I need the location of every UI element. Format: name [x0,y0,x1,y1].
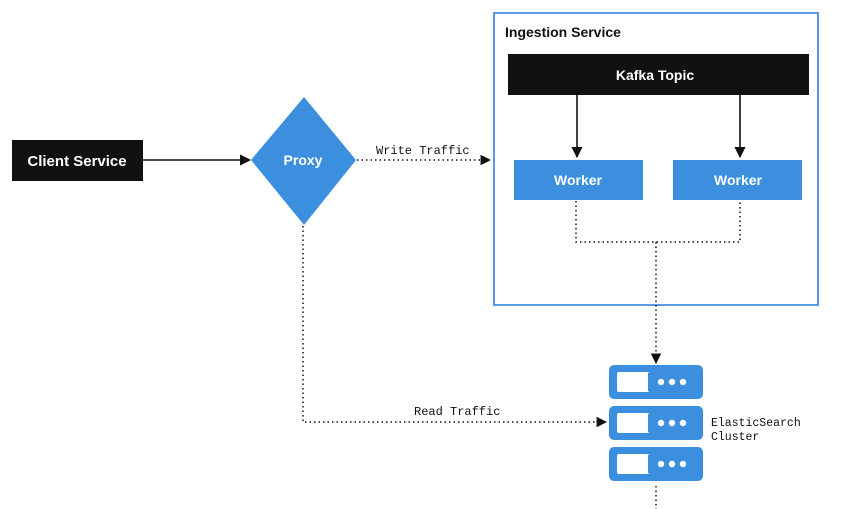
ingestion-service-label: Ingestion Service [505,24,621,40]
server-icon [609,447,703,481]
worker-right-label: Worker [714,172,763,188]
worker-left-label: Worker [554,172,603,188]
kafka-topic-label: Kafka Topic [616,67,695,83]
proxy-node: Proxy [251,97,356,225]
elasticsearch-label-line1: ElasticSearch [711,417,801,430]
client-service-label: Client Service [27,153,126,170]
kafka-topic-node: Kafka Topic [508,54,809,95]
read-traffic-path [302,226,600,423]
read-traffic-label: Read Traffic [414,405,500,419]
write-traffic-label: Write Traffic [376,144,470,158]
worker-right-node: Worker [673,160,802,200]
server-icon [609,406,703,440]
worker-left-node: Worker [514,160,643,200]
elasticsearch-label-line2: Cluster [711,431,759,444]
workers-to-elasticsearch-connector [575,201,741,360]
elasticsearch-cluster-node [609,365,703,481]
proxy-label: Proxy [284,152,323,168]
client-service-node: Client Service [12,140,143,181]
server-icon [609,365,703,399]
